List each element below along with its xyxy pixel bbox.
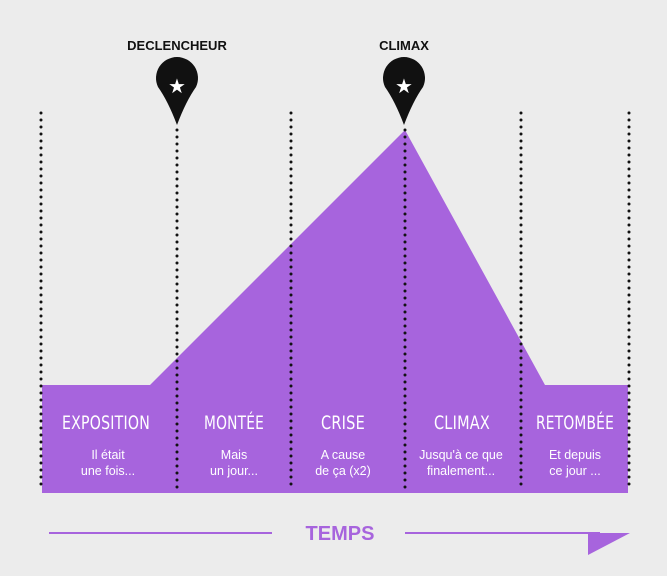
stage-exposition: EXPOSITION Il était une fois... — [62, 412, 150, 478]
stage-desc: un jour... — [210, 464, 258, 478]
stage-dividers — [39, 111, 631, 492]
stage-climax: CLIMAX Jusqu'à ce que finalement... — [419, 412, 503, 478]
axis-label: TEMPS — [306, 523, 375, 545]
stage-desc: A cause — [321, 448, 366, 462]
marker-declencheur: DECLENCHEUR ★ — [127, 38, 227, 126]
stage-desc: Jusqu'à ce que — [419, 448, 503, 462]
map-pin-icon — [382, 57, 425, 126]
marker-climax: CLIMAX ★ — [379, 38, 429, 126]
stage-crise: CRISE A cause de ça (x2) — [315, 412, 371, 478]
marker-label: DECLENCHEUR — [127, 38, 227, 53]
stage-montee: MONTÉE Mais un jour... — [204, 411, 264, 478]
arrow-head-icon — [588, 533, 630, 555]
stage-name: RETOMBÉE — [536, 411, 614, 434]
stage-desc: Mais — [221, 448, 247, 462]
stage-retombee: RETOMBÉE Et depuis ce jour ... — [536, 411, 614, 478]
star-icon: ★ — [395, 74, 413, 98]
stage-desc: Il était — [91, 448, 125, 462]
marker-label: CLIMAX — [379, 38, 429, 53]
tension-area — [42, 130, 628, 493]
star-icon: ★ — [168, 74, 186, 98]
stage-desc: Et depuis — [549, 448, 601, 462]
stage-name: EXPOSITION — [62, 412, 150, 434]
stage-name: MONTÉE — [204, 411, 264, 434]
stage-desc: ce jour ... — [549, 464, 600, 478]
stage-name: CRISE — [321, 412, 365, 434]
time-axis: TEMPS — [49, 523, 630, 555]
stage-name: CLIMAX — [434, 412, 490, 434]
stage-desc: une fois... — [81, 464, 135, 478]
stage-desc: finalement... — [427, 464, 495, 478]
map-pin-icon — [156, 57, 198, 126]
stage-desc: de ça (x2) — [315, 464, 371, 478]
